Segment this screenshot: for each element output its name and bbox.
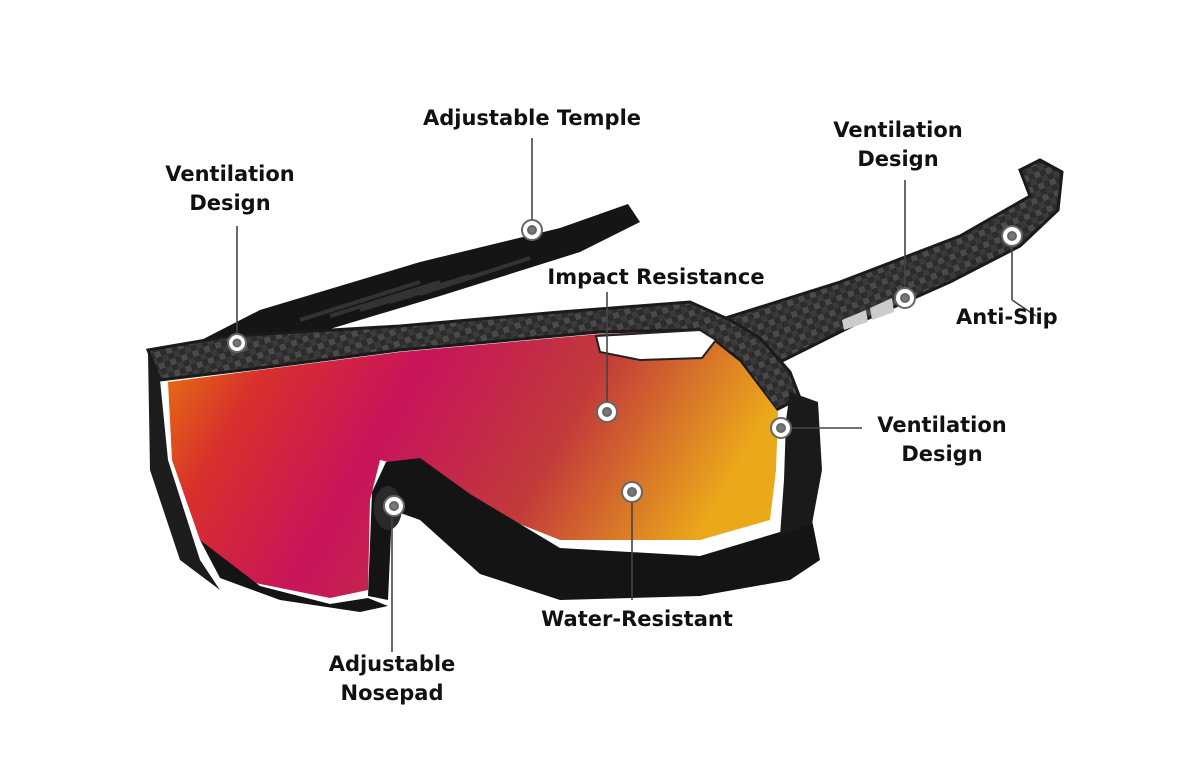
label-line: Ventilation [833, 118, 963, 142]
label-ventilation-right: Ventilation Design [862, 411, 1022, 469]
label-ventilation-left: Ventilation Design [150, 160, 310, 218]
left-side-frame [148, 352, 220, 590]
label-line: Design [189, 191, 271, 215]
right-side-frame [780, 392, 822, 536]
bottom-frame [368, 458, 820, 600]
label-anti-slip: Anti-Slip [956, 303, 1076, 332]
callout-marker-icon [1001, 225, 1023, 247]
callout-lines [236, 138, 1037, 652]
callout-marker-icon [770, 417, 792, 439]
callout-marker-icon [621, 481, 643, 503]
callout-markers [227, 219, 1023, 517]
callout-marker-icon [383, 495, 405, 517]
label-line: Nosepad [340, 681, 444, 705]
back-temple-ribs [299, 256, 531, 322]
label-line: Design [901, 442, 983, 466]
label-ventilation-top-right: Ventilation Design [818, 116, 978, 174]
label-line: Impact Resistance [547, 265, 765, 289]
label-line: Design [857, 147, 939, 171]
lens [168, 330, 778, 598]
label-adjustable-temple: Adjustable Temple [404, 104, 660, 133]
label-water-resistant: Water-Resistant [524, 605, 750, 634]
label-line: Anti-Slip [956, 305, 1058, 329]
callout-marker-icon [521, 219, 543, 241]
callout-marker-icon [596, 401, 618, 423]
label-line: Adjustable [328, 652, 456, 676]
label-line: Ventilation [165, 162, 295, 186]
callout-marker-icon [894, 287, 916, 309]
lens-vent [594, 328, 718, 362]
bottom-left-frame [200, 540, 388, 612]
callout-marker-icon [227, 333, 247, 353]
label-line: Adjustable Temple [422, 106, 642, 130]
label-line: Ventilation [877, 413, 1007, 437]
label-adjustable-nosepad: Adjustable Nosepad [312, 650, 472, 708]
label-line: Water-Resistant [541, 607, 733, 631]
label-impact-resistance: Impact Resistance [526, 263, 786, 292]
temple-vents [842, 298, 894, 330]
right-temple [696, 158, 1064, 374]
